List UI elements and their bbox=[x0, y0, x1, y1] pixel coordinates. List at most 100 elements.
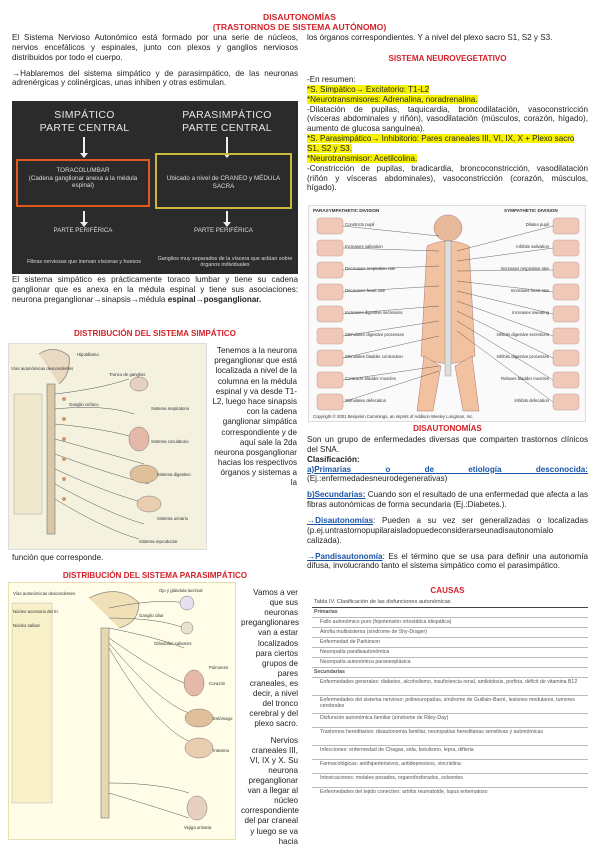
simp-title: SIMPÁTICO bbox=[54, 109, 115, 121]
primary-line: a)Primarias o de etiología desconocida: bbox=[307, 465, 588, 475]
parasympathetic-diagram-svg bbox=[11, 591, 214, 821]
disautonomias-section: Son un grupo de enfermedades diversas qu… bbox=[307, 435, 588, 574]
primary-label: a)Primarias o de etiología desconocida: bbox=[307, 464, 588, 474]
disautonomias-text: : Pueden a su vez ser generalizadas o lo… bbox=[307, 516, 588, 545]
fig-header-right: SYMPATHETIC DIVISION bbox=[504, 208, 558, 213]
simp-label: Sistema reproductor bbox=[139, 539, 178, 544]
summary-para-line: *S. Parasimpático→ Inhibitorio: Pares cr… bbox=[307, 134, 588, 154]
summary-neuro-line: *Neurotransmisores: Adrenalina, noradren… bbox=[307, 94, 588, 105]
fig-right-label: Inhibits salivation bbox=[516, 244, 549, 249]
page-subtitle: (TRASTORNOS DE SISTEMA AUTÓNOMO) bbox=[212, 22, 387, 32]
summary-para-neuro-line: *Neurotransmisor: Acetilcolina. bbox=[307, 153, 588, 164]
simp-label: Sistema circulatorio bbox=[151, 439, 189, 444]
summary-simp-line: *S. Simpático→ Excitatorio: T1-L2 bbox=[307, 84, 588, 95]
simp-central-box: TORACOLUMBAR (Cadena ganglionar anexa a … bbox=[16, 159, 150, 207]
simp-excitatory: *S. Simpático→ Excitatorio: T1-L2 bbox=[307, 84, 430, 94]
simp-box-text: (Cadena ganglionar anexa a la médula esp… bbox=[28, 174, 138, 190]
simp-label: Tronco de ganglios bbox=[109, 372, 146, 377]
table-title: Tabla IV. Clasificación de las disfuncio… bbox=[312, 598, 588, 608]
table-row: Enfermedades generales: diabetes, alcoho… bbox=[312, 678, 588, 696]
para-label: Pulmones bbox=[209, 665, 229, 670]
table-row: Secundarias bbox=[312, 668, 588, 678]
fig-right-label: Dilates pupil bbox=[525, 222, 549, 227]
intro-paragraph: El Sistema Nervioso Autonómico está form… bbox=[12, 33, 298, 62]
table-row: Neuropatía autonómica paraneoplásica bbox=[312, 658, 588, 668]
dist-para-paragraph: Vamos a ver que sus neuronas preganglion… bbox=[241, 588, 300, 729]
simp-label: Hipotálamo bbox=[77, 352, 99, 357]
table-row: Atrofia multisistema (síndrome de Shy-Dr… bbox=[312, 628, 588, 638]
simp-desc-paragraph: El sistema simpático es prácticamente to… bbox=[12, 275, 298, 305]
sympathetic-diagram-svg bbox=[13, 349, 162, 540]
fig-left-label: Decreases respiration rate bbox=[345, 266, 396, 271]
summary: -En resumen: *S. Simpático→ Excitatorio:… bbox=[307, 75, 588, 193]
dist-simp-title: DISTRIBUCIÓN DEL SISTEMA SIMPÁTICO bbox=[74, 329, 236, 338]
para-label: Vejiga urinaria bbox=[184, 825, 212, 830]
table-row: Intoxicaciones: metales pesados, organof… bbox=[312, 774, 588, 788]
fig-left-label: Stimulates defecation bbox=[345, 398, 387, 403]
dist-simp-text: Tenemos a la neurona preganglionar que e… bbox=[212, 346, 297, 492]
para-effects: -Constricción de pupilas, bradicardia, b… bbox=[307, 163, 588, 193]
right-column: los órganos correspondientes. Y a nivel … bbox=[307, 33, 588, 46]
simp-label: Vías autonómicas descendentes bbox=[11, 366, 74, 371]
disautonomias-paragraph: →Disautonomías: Pueden a su vez ser gene… bbox=[307, 516, 588, 546]
table-row: Enfermedades del sistema nervioso: polin… bbox=[312, 696, 588, 714]
parasympathetic-distribution-image: Vías autonómicas descendentes Núcleo acc… bbox=[8, 582, 236, 840]
para-box-text: Ubicado a nivel de CRANEO y MÉDULA SACRA bbox=[166, 175, 281, 190]
fig-right-label: Increases respiration rate bbox=[500, 266, 549, 271]
fig-right-label: Inhibits defecation bbox=[514, 398, 549, 403]
sn-title: SISTEMA NEUROVEGETATIVO bbox=[388, 54, 507, 63]
fig-header-left: PARASYMPATHETIC DIVISION bbox=[313, 208, 380, 213]
para-label: Ojo y glándula lacrimal bbox=[159, 588, 203, 593]
fig-left-label: Stimulates digestive processes bbox=[345, 332, 404, 337]
fig-copyright: Copyright © 2001 Benjamin Cummings, an i… bbox=[313, 414, 474, 419]
simp-label: Sistema respiratorio bbox=[151, 406, 190, 411]
simp-label: Ganglio celíaco bbox=[69, 402, 99, 407]
right-cont: los órganos correspondientes. Y a nivel … bbox=[307, 33, 553, 42]
simp-peripheral-title: PARTE PERIFÉRICA bbox=[53, 227, 113, 234]
para-label: Vías autonómicas descendentes bbox=[13, 591, 76, 596]
simp-neurotransmitters: *Neurotransmisores: Adrenalina, noradren… bbox=[307, 94, 478, 104]
fig-left-label: Contracts bladder muscles bbox=[345, 376, 396, 381]
causas-title: CAUSAS bbox=[430, 586, 465, 595]
para-title: PARASIMPÁTICO bbox=[182, 109, 272, 121]
table-row: Fallo autonómico puro (hipotensión ortos… bbox=[312, 618, 588, 628]
fig-right-label: Increases heart rate bbox=[510, 288, 549, 293]
para-label: Glándulas salivares bbox=[154, 641, 192, 646]
dist-para-text: Vamos a ver que sus neuronas preganglion… bbox=[241, 588, 300, 848]
secondary-label: b)Secundarias: bbox=[307, 490, 366, 500]
fig-right-label: Inhibits digestive secretions bbox=[496, 332, 549, 337]
arrow-icon bbox=[223, 137, 231, 158]
left-column: El Sistema Nervioso Autonómico está form… bbox=[12, 33, 298, 91]
para-peripheral-title: PARTE PERIFÉRICA bbox=[194, 227, 253, 234]
table-row: Disfunción autonómica familiar (síndrome… bbox=[312, 714, 588, 728]
table-row: Infecciones: enfermedad de Chagas, sida,… bbox=[312, 746, 588, 760]
simp-desc-text: El sistema simpático es prácticamente to… bbox=[12, 275, 298, 304]
fig-left-label: Decreases heart rate bbox=[345, 288, 386, 293]
pandisautonomia-text: : Es el término que se usa para definir … bbox=[307, 551, 588, 571]
page-title: DISAUTONOMÍAS bbox=[263, 12, 336, 22]
fig-right-label: Relaxes bladder muscles bbox=[500, 376, 549, 381]
arrow-icon bbox=[80, 137, 88, 158]
para-label: Estómago bbox=[213, 716, 233, 721]
table-row: Primarias bbox=[312, 608, 588, 618]
para-label: Núcleo accesorio del III bbox=[13, 609, 58, 614]
dist-para-paragraph2: Nervios craneales III, VI, IX y X. Su ne… bbox=[241, 735, 300, 846]
arrow-icon bbox=[80, 211, 88, 227]
para-label: Corazón bbox=[209, 681, 226, 686]
simp-label: Sistema urinario bbox=[157, 516, 189, 521]
fig-left-label: Increases digestive secretions bbox=[345, 310, 403, 315]
autonomic-division-diagram: SIMPÁTICO PARTE CENTRAL PARASIMPÁTICO PA… bbox=[12, 101, 298, 274]
para-inhibitory: *S. Parasimpático→ Inhibitorio: Pares cr… bbox=[307, 134, 575, 154]
autonomic-effects-figure: PARASYMPATHETIC DIVISION SYMPATHETIC DIV… bbox=[308, 205, 586, 422]
classification-heading: Clasificación: bbox=[307, 454, 360, 464]
secondary-text: Cuando son el resultado de una enfermeda… bbox=[307, 490, 588, 510]
summary-heading: -En resumen: bbox=[307, 75, 356, 84]
dist-simp-paragraph: Tenemos a la neurona preganglionar que e… bbox=[212, 346, 297, 488]
table-row: Trastornos hereditarios: disautonomía fa… bbox=[312, 728, 588, 746]
simp-effects: -Dilatación de pupilas, taquicardia, bro… bbox=[307, 104, 588, 134]
disautonomias-label: →Disautonomías bbox=[307, 516, 374, 526]
simp-desc-bold: espinal→posganglionar. bbox=[167, 294, 262, 304]
simp-peripheral-text: Fibras nerviosas que inervan vísceras y … bbox=[27, 259, 141, 265]
para-label: Núcleo salivar bbox=[13, 623, 40, 628]
para-peripheral-text: Ganglios muy separados de la víscera que… bbox=[157, 256, 293, 268]
